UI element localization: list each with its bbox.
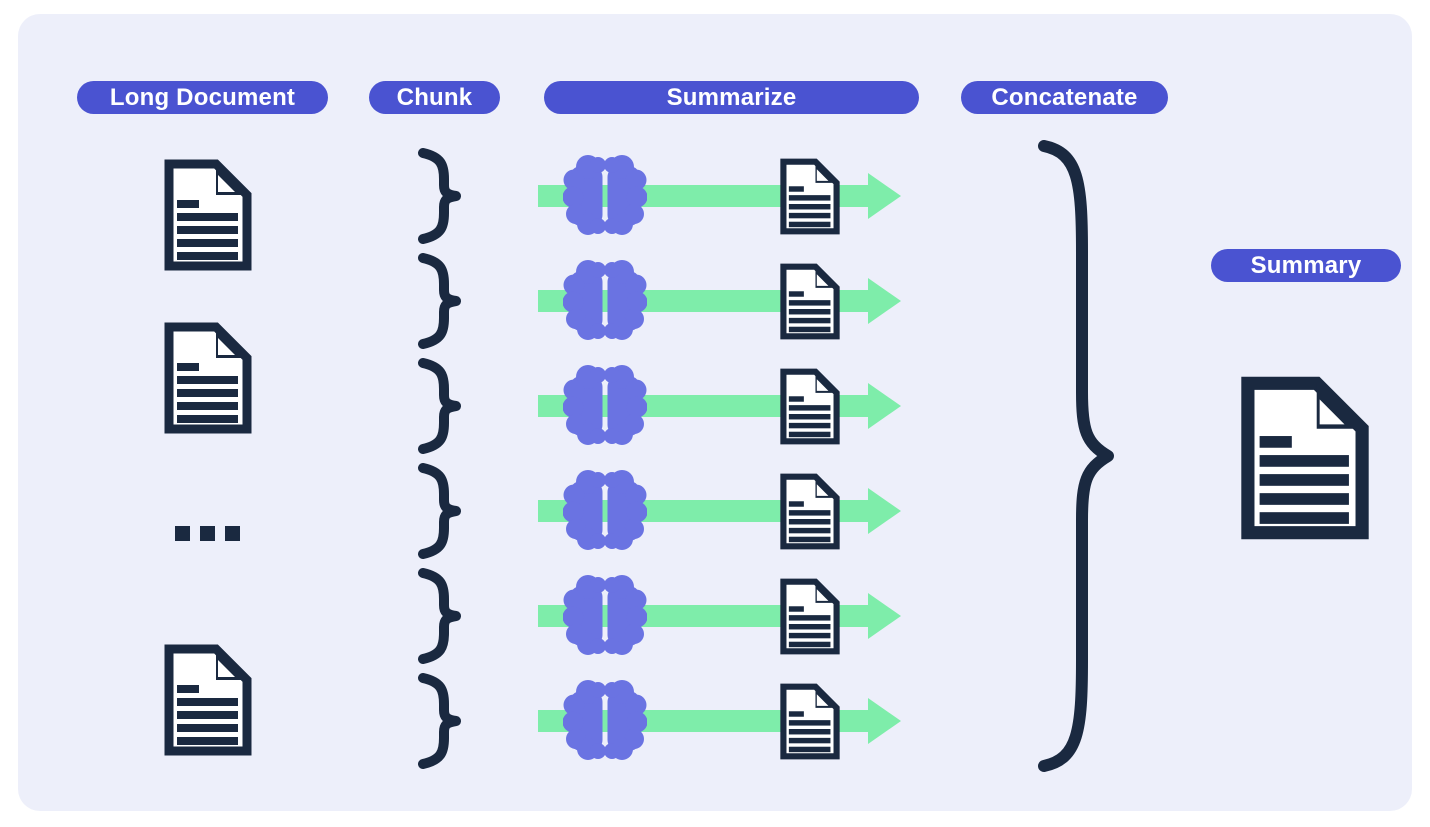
brain-icon bbox=[563, 155, 647, 235]
brain-icon bbox=[563, 680, 647, 760]
dot bbox=[200, 526, 215, 541]
dot bbox=[175, 526, 190, 541]
summarize-arrow-icon bbox=[538, 593, 901, 639]
label-pill-summary: Summary bbox=[1211, 249, 1401, 282]
ellipsis-dots bbox=[175, 526, 240, 541]
summarize-arrow-icon bbox=[538, 488, 901, 534]
chunk-summary-document-icon bbox=[780, 263, 840, 340]
summarize-pipeline-row bbox=[18, 463, 1412, 559]
brain-icon bbox=[563, 260, 647, 340]
label-pill-concatenate: Concatenate bbox=[961, 81, 1168, 114]
chunk-brace-icon bbox=[418, 148, 461, 244]
document-icon bbox=[164, 322, 252, 434]
summarize-arrow-icon bbox=[538, 173, 901, 219]
label-pill-chunk: Chunk bbox=[369, 81, 500, 114]
summarize-arrow-icon bbox=[538, 278, 901, 324]
summarize-pipeline-row bbox=[18, 673, 1412, 769]
chunk-summary-document-icon bbox=[780, 473, 840, 550]
chunk-brace-icon bbox=[418, 358, 461, 454]
summarize-pipeline-row bbox=[18, 148, 1412, 244]
chunk-brace-icon bbox=[418, 673, 461, 769]
summarize-arrow-icon bbox=[538, 698, 901, 744]
label-pill-summarize: Summarize bbox=[544, 81, 919, 114]
document-icon bbox=[164, 644, 252, 756]
diagram-panel: Long Document Chunk Summarize Concatenat… bbox=[18, 14, 1412, 811]
brain-icon bbox=[563, 470, 647, 550]
chunk-summary-document-icon bbox=[780, 368, 840, 445]
brain-icon bbox=[563, 365, 647, 445]
summarize-arrow-icon bbox=[538, 383, 901, 429]
chunk-brace-icon bbox=[418, 463, 461, 559]
summary-document-icon bbox=[1241, 376, 1369, 540]
dot bbox=[225, 526, 240, 541]
chunk-summary-document-icon bbox=[780, 683, 840, 760]
chunk-brace-icon bbox=[418, 253, 461, 349]
chunk-brace-icon bbox=[418, 568, 461, 664]
document-icon bbox=[164, 159, 252, 271]
summarize-pipeline-row bbox=[18, 568, 1412, 664]
summarize-pipeline-row bbox=[18, 358, 1412, 454]
summarize-pipeline-row bbox=[18, 253, 1412, 349]
chunk-summary-document-icon bbox=[780, 158, 840, 235]
chunk-summary-document-icon bbox=[780, 578, 840, 655]
label-pill-long-document: Long Document bbox=[77, 81, 328, 114]
brain-icon bbox=[563, 575, 647, 655]
concatenate-brace-icon bbox=[1038, 140, 1114, 772]
